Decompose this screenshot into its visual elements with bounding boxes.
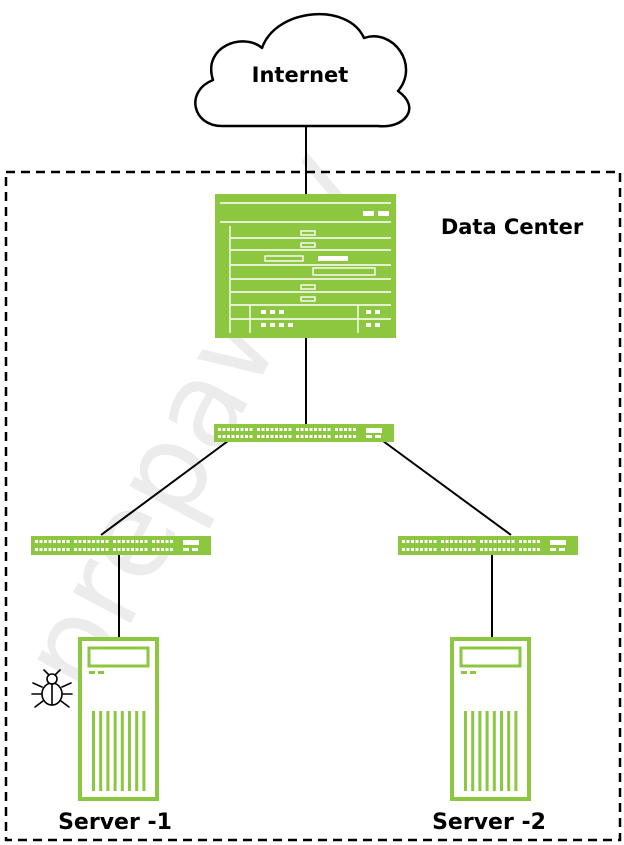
link-core-switch-right	[382, 440, 512, 536]
left-access-switch-icon	[31, 536, 211, 555]
internet-label: Internet	[252, 63, 349, 87]
server-1-label: Server -1	[58, 810, 172, 835]
connections	[100, 126, 512, 639]
link-core-switch-left	[100, 440, 229, 536]
server-2-icon	[450, 637, 531, 801]
cloud-icon	[194, 12, 411, 128]
server-1-icon	[78, 637, 159, 801]
core-router-icon	[215, 194, 396, 338]
bug-icon	[31, 669, 73, 708]
core-switch-icon	[214, 424, 394, 442]
datacenter-label: Data Center	[441, 215, 584, 239]
datacenter-boundary	[4, 170, 622, 842]
server-2-label: Server -2	[432, 810, 546, 835]
right-access-switch-icon	[398, 536, 578, 555]
